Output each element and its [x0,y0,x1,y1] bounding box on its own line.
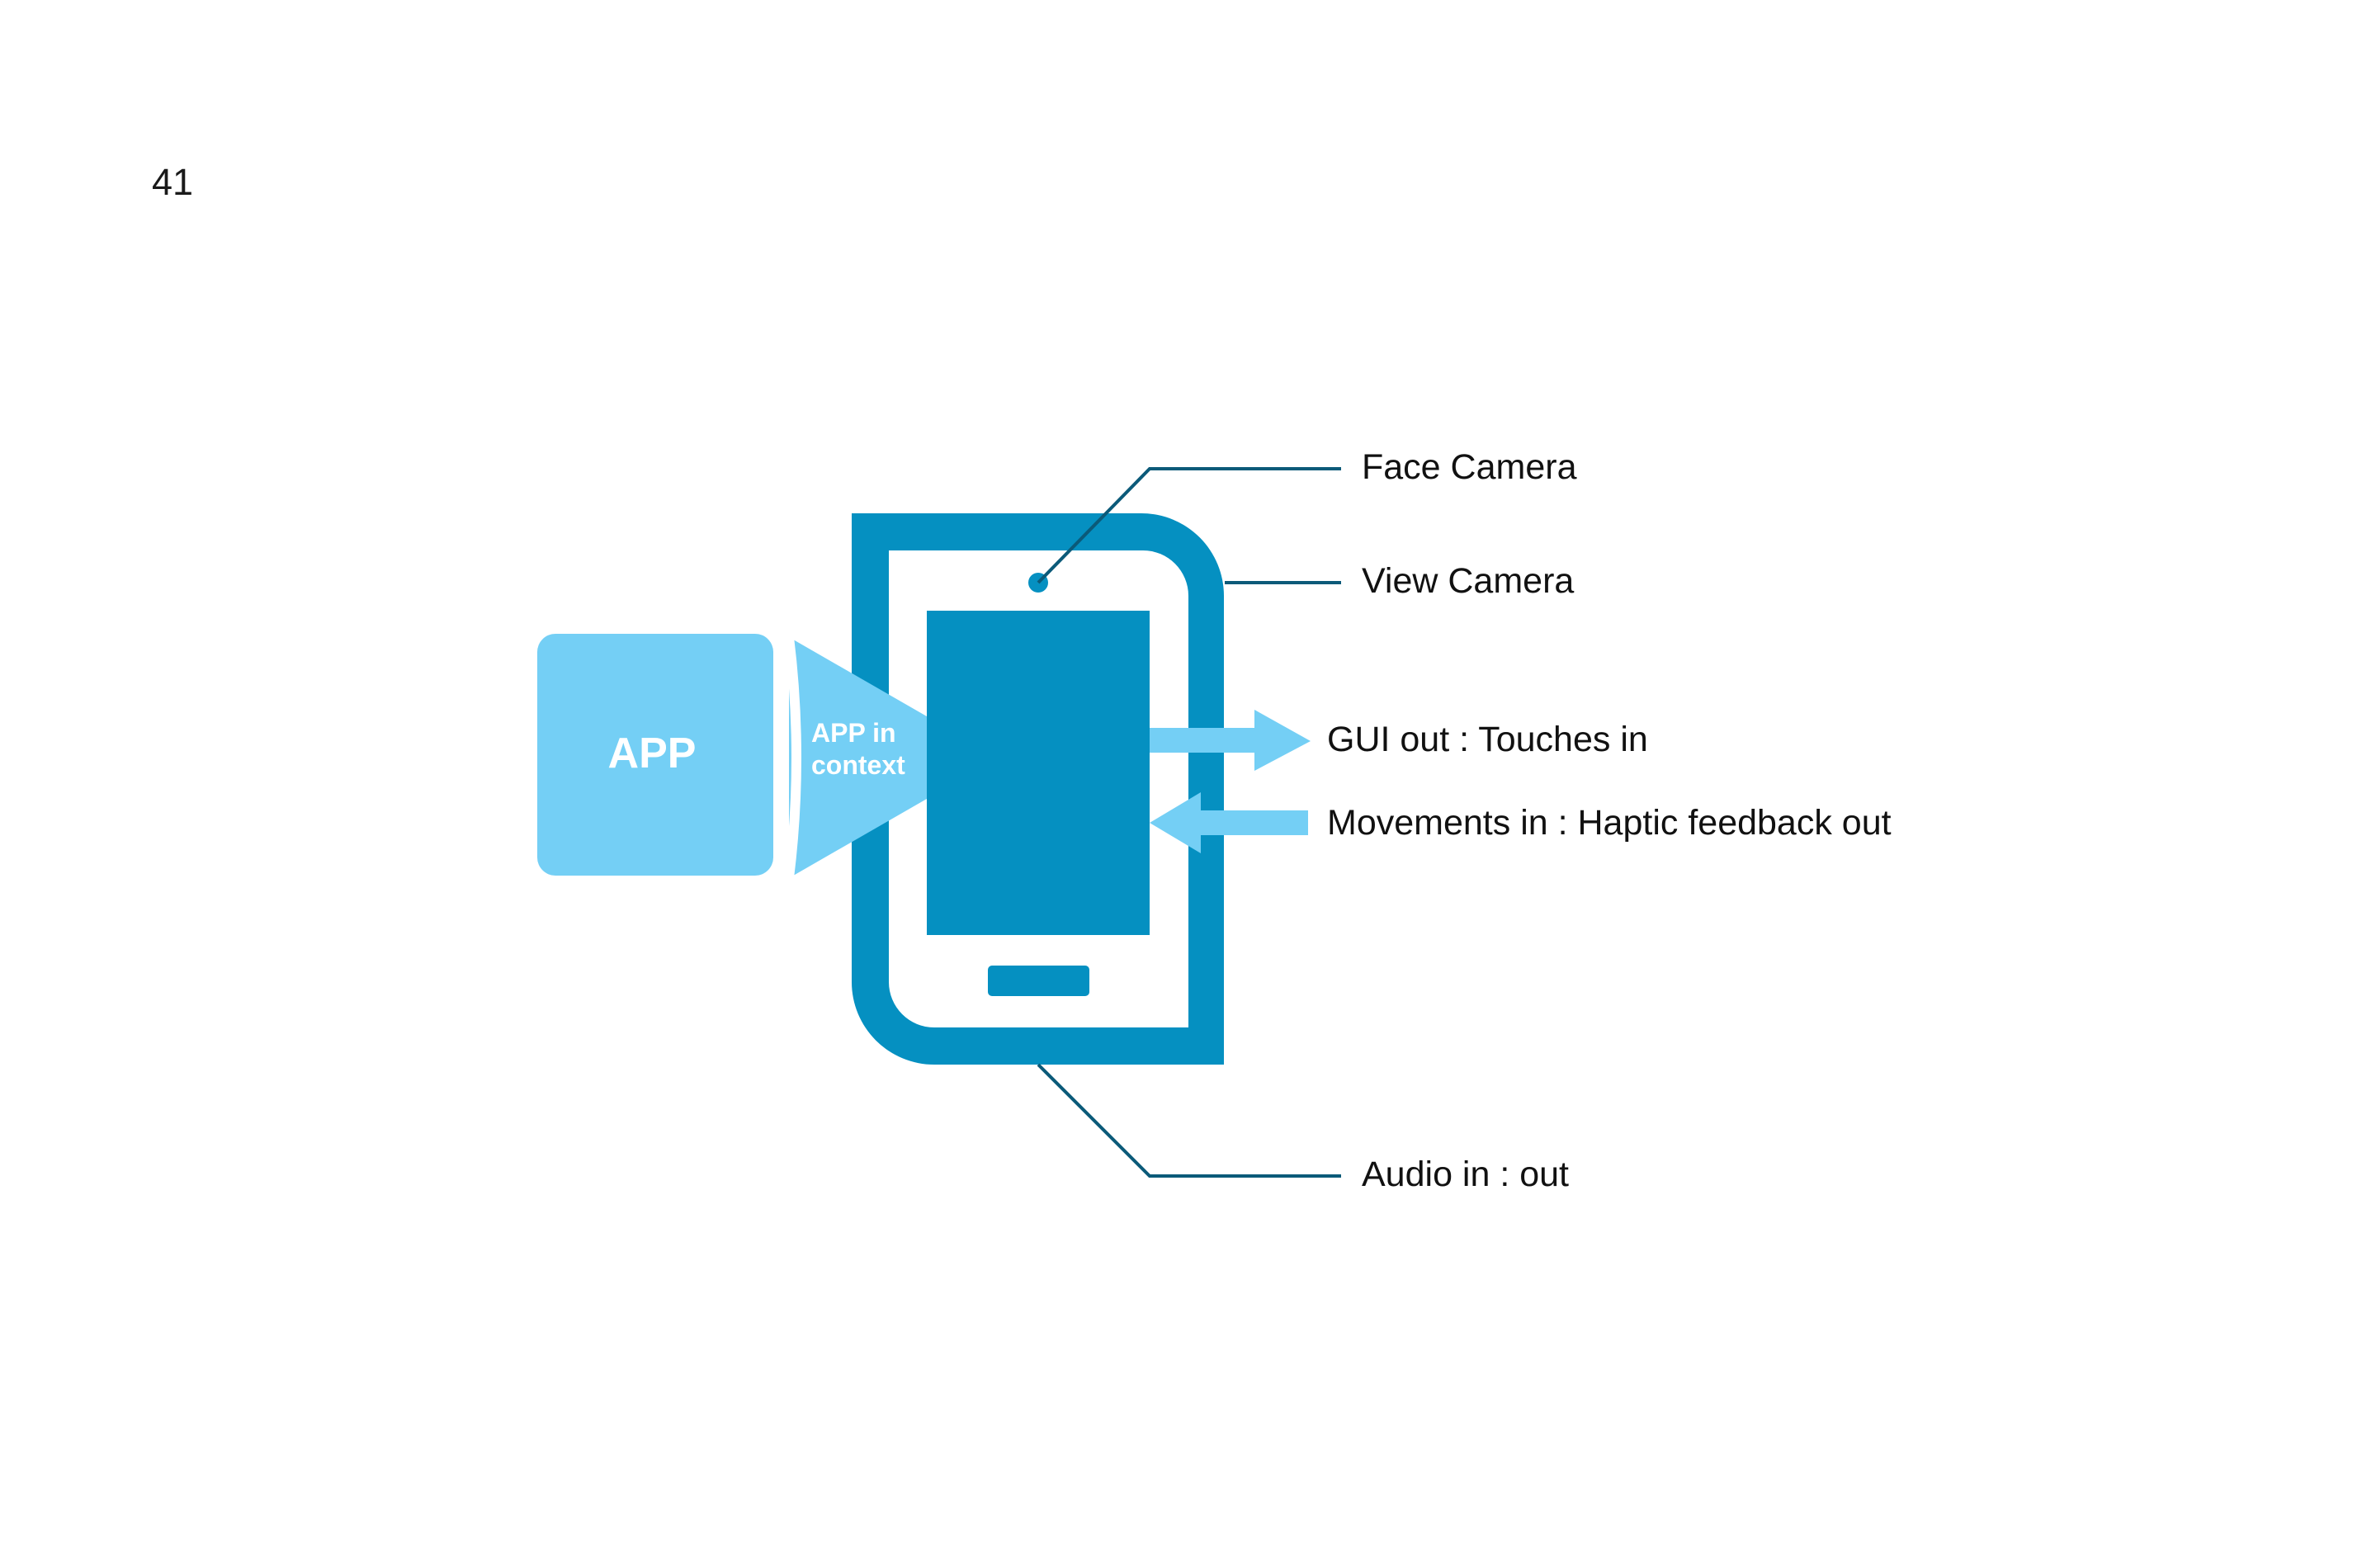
context-label-line2: context [811,750,905,780]
gui-label: GUI out : Touches in [1327,720,1648,759]
audio-leader [1037,1063,1341,1178]
app-box-label: APP [608,730,697,777]
context-arrow-separator [784,636,801,879]
phone-screen [927,611,1150,935]
face-camera-leader [1037,467,1341,584]
page-number: 41 [152,161,194,203]
home-button [988,966,1089,996]
context-label-line1: APP in [811,718,896,748]
audio-label: Audio in : out [1362,1155,1569,1194]
gui-out-arrow [1150,710,1311,771]
app-box [537,634,773,876]
face-camera-label: Face Camera [1362,447,1577,487]
movements-label: Movements in : Haptic feedback out [1327,803,1892,843]
movements-in-arrow [1150,792,1308,853]
view-camera-label: View Camera [1362,561,1574,601]
app-in-context-arrow [789,637,999,878]
